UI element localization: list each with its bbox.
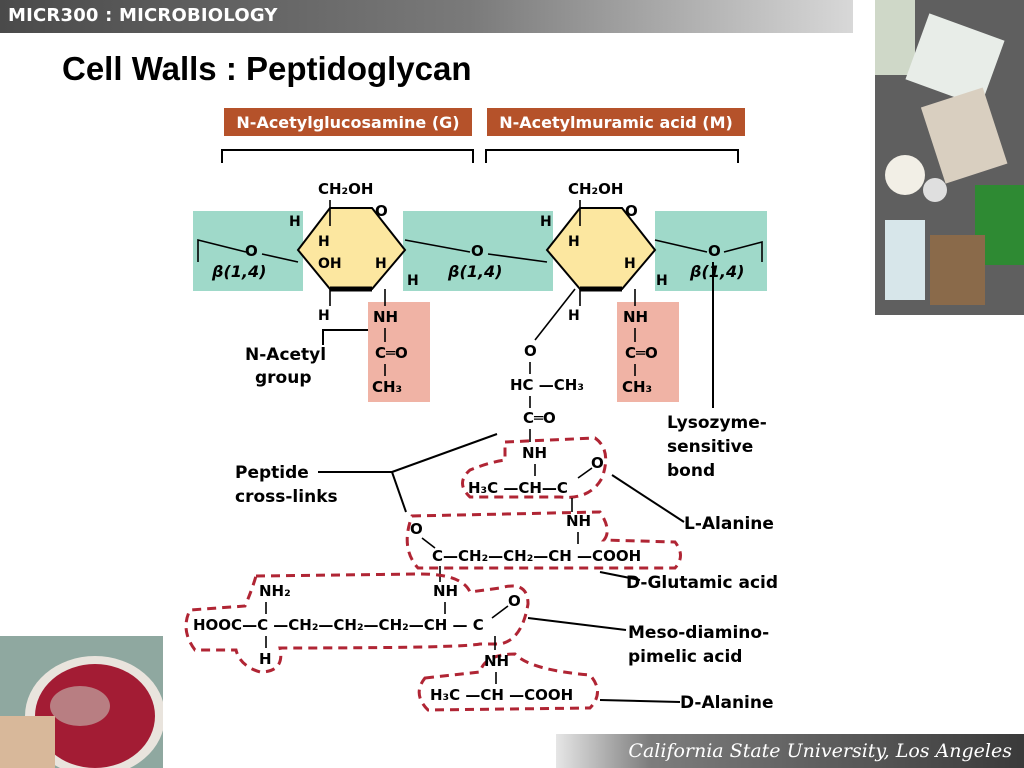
bond-bg-right [655,211,767,291]
d-alanine-label: D-Alanine [680,693,774,713]
nam-ring-o: O [625,202,638,220]
lactyl-co: C═O [523,409,556,427]
lysozyme-1: Lysozyme- [667,413,767,433]
nag-h-3: H [375,256,387,272]
nam-label: N-Acetylmuramic acid (M) [499,113,733,132]
bond-right-o: O [708,242,721,260]
acetyl-bg-nam [617,302,679,402]
course-title: MICR300 : MICROBIOLOGY [8,5,278,26]
page-title: Cell Walls : Peptidoglycan [62,50,472,87]
dala-row: H₃C —CH —COOH [430,686,573,704]
nag-h-4: H [407,273,419,289]
nag-ch2oh: CH₂OH [318,180,373,198]
nag-label: N-Acetylglucosamine (G) [236,113,459,132]
nam-h-1: H [540,214,552,230]
bond-right-line-b [723,240,763,262]
glu-row: C—CH₂—CH₂—CH —COOH [432,547,641,565]
dap-pointer [527,617,627,631]
d-glutamic-pointer [599,571,641,581]
ala-row: H₃C —CH—C [468,479,568,497]
meso-label-1: Meso-diamino- [628,623,769,643]
peptide-label-2: cross-links [235,487,338,507]
bond-left-to-ring [261,253,299,263]
photo-collage [875,0,1024,315]
dap-h: H [259,650,272,668]
bond-left-o: O [245,242,258,260]
nag-ring [296,207,407,290]
nag-co: C═O [375,344,408,362]
nam-bracket [485,149,739,163]
meso-label-2: pimelic acid [628,647,742,667]
glu-nh: NH [566,512,591,530]
nam-nh: NH [623,308,648,326]
nam-ch2oh: CH₂OH [568,180,623,198]
nag-label-box [224,108,472,136]
dap-co-bond [491,605,509,619]
dala-nh: NH [484,652,509,670]
acetyl-pointer [322,329,368,345]
header-bar: MICR300 : MICROBIOLOGY [0,0,853,33]
nag-h-5: H [318,308,330,324]
lactyl-bond [534,288,576,341]
nam-h-3: H [624,256,636,272]
lysozyme-2: sensitive [667,437,753,457]
nam-h-5: H [568,308,580,324]
bond-middle-line-a [404,239,471,253]
lactyl-o: O [524,342,537,360]
nam-label-box [487,108,745,136]
dap-nh2: NH₂ [259,582,291,600]
bond-middle-o: O [471,242,484,260]
dap-row: HOOC—C —CH₂—CH₂—CH₂—CH — C [193,616,484,634]
nam-co: C═O [625,344,658,362]
bond-left-line [197,238,247,262]
nam-h-2: H [568,234,580,250]
university-name: California State University, Los Angeles [628,740,1012,762]
d-glutamic-outline [405,510,682,570]
bond-right-line-a [654,239,708,253]
peptide-label-1: Peptide [235,463,309,483]
lysozyme-3: bond [667,461,715,481]
l-alanine-label: L-Alanine [684,514,774,534]
nag-oh: OH [318,256,342,272]
l-alanine-pointer [611,474,685,523]
bond-bg-left [193,211,303,291]
acetyl-label-1: N-Acetyl [245,345,326,365]
beta-middle: β(1,4) [447,262,502,281]
acetyl-bg-nag [368,302,430,402]
ala-o: O [591,454,604,472]
petri-dish-image [0,656,163,768]
nag-ch3: CH₃ [372,378,402,396]
glu-o: O [410,520,423,538]
ala-nh: NH [522,444,547,462]
bond-middle-line-b [487,253,548,263]
footer-bar: California State University, Los Angeles [556,734,1024,768]
nam-ring [545,207,657,290]
petri-dish-photo [0,636,163,768]
d-glutamic-label: D-Glutamic acid [626,573,778,593]
peptide-pointer-down [391,471,407,513]
dap-outline [184,572,530,674]
ala-co-bond [577,467,593,479]
bond-bg-middle [403,211,553,291]
beta-right: β(1,4) [689,262,744,281]
beta-left: β(1,4) [211,262,266,281]
nag-h-1: H [289,214,301,230]
nag-bracket [221,149,474,163]
l-alanine-outline [461,436,608,499]
acetyl-label-2: group [255,368,312,388]
dap-nh: NH [433,582,458,600]
nag-nh: NH [373,308,398,326]
dap-o: O [508,592,521,610]
lactyl-hc-ch3: HC —CH₃ [510,376,584,394]
d-alanine-outline [417,652,599,712]
glu-co-bond [421,537,436,549]
nag-ring-o: O [375,202,388,220]
collage-image [875,0,1024,305]
nag-h-2: H [318,234,330,250]
peptide-pointer-up [391,433,498,473]
d-alanine-pointer [599,699,681,703]
nam-ch3: CH₃ [622,378,652,396]
nam-h-4: H [656,273,668,289]
